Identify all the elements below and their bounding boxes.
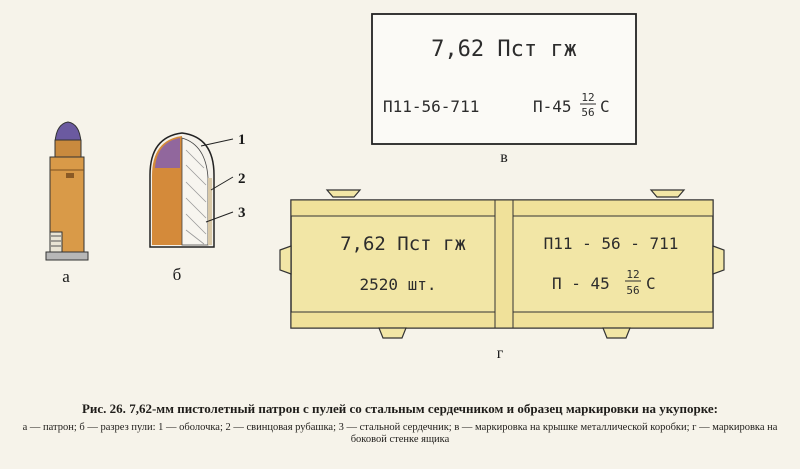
cartridge-primer-cutaway xyxy=(49,231,63,253)
cartridge xyxy=(45,121,89,261)
lid-code-prefix: П-45 xyxy=(533,97,572,116)
figure-caption: Рис. 26. 7,62-мм пистолетный патрон с пу… xyxy=(20,401,780,446)
crate-letter: г xyxy=(497,345,504,362)
lid-fraction-num: 12 xyxy=(581,91,594,104)
box-lid: 7,62 Пст гж П11-56-711 П-45 12 56 С xyxy=(371,13,637,145)
lid-code-left: П11-56-711 xyxy=(383,97,479,116)
crate-code-prefix: П - 45 xyxy=(552,274,610,293)
figure-illustration: а 1 2 3 б 7,62 Пст гж П11-56-711 П-45 12… xyxy=(45,13,725,362)
caption-title: Рис. 26. 7,62-мм пистолетный патрон с пу… xyxy=(20,401,780,417)
caption-title-text: 7,62-мм пистолетный патрон с пулей со ст… xyxy=(129,401,719,416)
cartridge-letter: а xyxy=(62,267,70,286)
crate-code-suffix: С xyxy=(646,274,656,293)
cartridge-rim xyxy=(45,251,89,261)
crate-quantity: 2520 шт. xyxy=(359,275,436,294)
wooden-crate: 7,62 Пст гж 2520 шт. П11 - 56 - 711 П - … xyxy=(279,189,725,339)
crate-code: П11 - 56 - 711 xyxy=(544,234,679,253)
cartridge-case-groove xyxy=(66,173,74,178)
lid-title: 7,62 Пст гж xyxy=(431,37,577,62)
crate-title: 7,62 Пст гж xyxy=(340,233,466,255)
callout-2: 2 xyxy=(238,171,246,187)
cartridge-bullet-tip xyxy=(54,121,82,144)
bullet-tip-color xyxy=(155,138,180,168)
lid-letter: в xyxy=(500,149,508,166)
lid-code-suffix: С xyxy=(600,97,610,116)
bullet-letter: б xyxy=(173,265,182,284)
lid-fraction-den: 56 xyxy=(581,106,594,119)
crate-fraction-den: 56 xyxy=(626,284,639,297)
bullet-callouts: 1 2 3 xyxy=(200,132,246,223)
caption-legend: а — патрон; б — разрез пули: 1 — оболочк… xyxy=(22,421,778,445)
crate-fraction-num: 12 xyxy=(626,268,639,281)
callout-3: 3 xyxy=(238,205,246,221)
bullet-section xyxy=(149,132,215,248)
callout-1: 1 xyxy=(238,132,246,148)
cartridge-bullet-body xyxy=(54,139,82,159)
caption-fig-label: Рис. 26. xyxy=(81,401,126,416)
